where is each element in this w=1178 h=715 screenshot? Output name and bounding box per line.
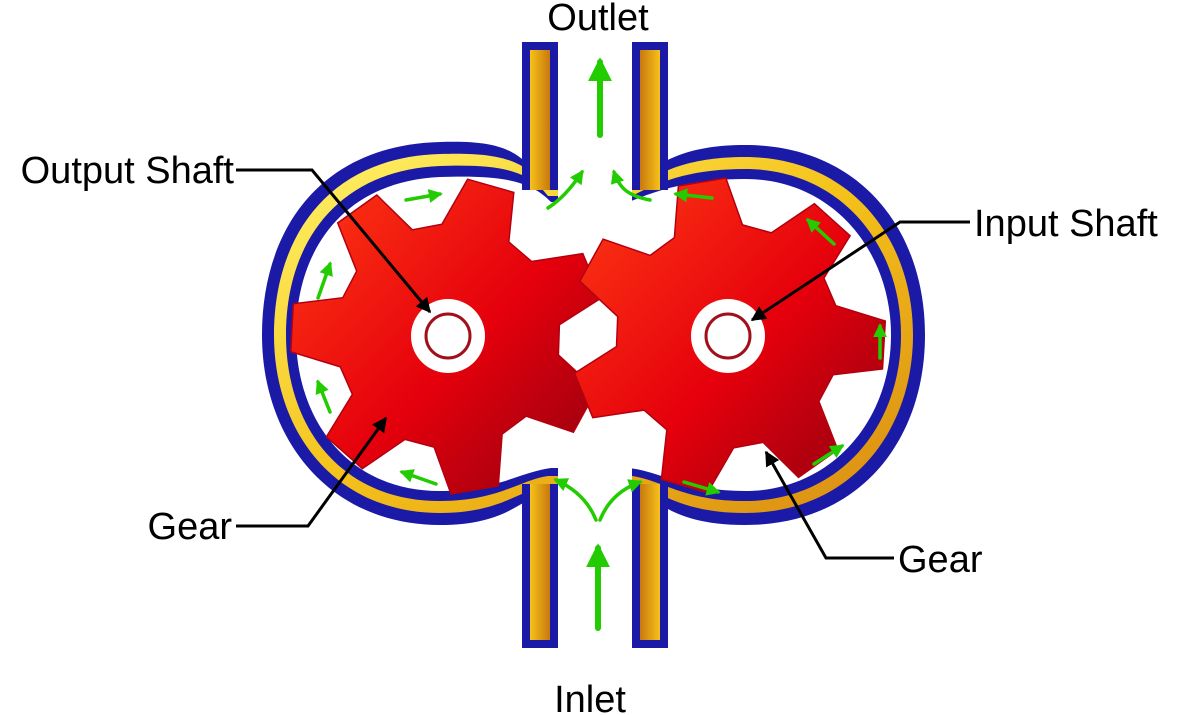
label-gear-right: Gear [898, 539, 983, 581]
leader-gear-left [236, 416, 388, 528]
outlet-pipe [522, 40, 668, 210]
flow-arrow-icon [315, 379, 332, 414]
flow-arrow-icon [316, 261, 333, 300]
leader-lines [236, 168, 970, 560]
flow-arrow-icon [598, 479, 643, 522]
label-gear-left: Gear [148, 506, 233, 548]
flow-arrow-icon [682, 480, 721, 496]
flow-arrow-icon [812, 444, 845, 466]
flow-arrow-icon [546, 169, 584, 210]
leader-input-shaft [750, 220, 970, 322]
flow-arrow-icon [610, 169, 652, 202]
label-input-shaft: Input Shaft [974, 203, 1158, 245]
flow-arrow-icon [805, 218, 836, 246]
flow-arrow-icon [553, 478, 598, 522]
flow-arrow-icon [399, 469, 438, 486]
shaft-icon [424, 312, 472, 360]
label-outlet: Outlet [547, 0, 649, 39]
shaft-icon [704, 312, 752, 360]
label-output-shaft: Output Shaft [21, 150, 235, 192]
flow-arrow-icon [673, 188, 714, 203]
flow-arrows [315, 57, 887, 631]
gear-group [290, 177, 887, 495]
leader-output-shaft [236, 168, 432, 314]
flow-arrow-icon [404, 189, 443, 203]
label-inlet: Inlet [554, 679, 626, 715]
leader-gear-right [764, 450, 894, 560]
